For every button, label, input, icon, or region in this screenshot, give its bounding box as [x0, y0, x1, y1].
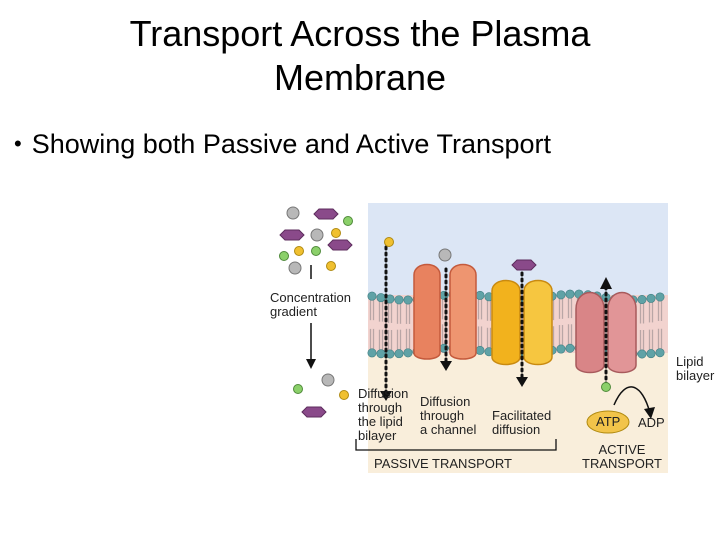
green-molecule — [601, 382, 611, 392]
pump-protein — [575, 291, 637, 374]
lipid-bilayer-label: Lipid bilayer — [676, 354, 715, 383]
bullet-item: • Showing both Passive and Active Transp… — [14, 124, 551, 164]
diffusion-channel-label: Diffusion through a channel — [420, 394, 477, 437]
bullet-dot: • — [14, 131, 22, 156]
atp-badge — [586, 410, 630, 434]
membrane-diagram-svg — [279, 203, 668, 473]
purple-molecule — [511, 259, 537, 271]
active-transport-label: ACTIVE TRANSPORT — [582, 442, 662, 471]
passive-transport-label: PASSIVE TRANSPORT — [374, 456, 512, 471]
channel-protein — [413, 263, 477, 360]
diffusion-lipid-label: Diffusion through the lipid bilayer — [358, 386, 409, 443]
concentration-gradient-label: Concentration gradient — [270, 290, 351, 319]
atp-adp-arrow — [613, 386, 651, 414]
facilitated-diffusion-label: Facilitated diffusion — [492, 408, 552, 437]
gray-molecule — [438, 248, 452, 262]
membrane-transport-figure: Concentration gradient Lipid bilayer Dif… — [264, 195, 720, 480]
yellow-molecule — [384, 237, 394, 247]
low-concentration-molecules — [293, 373, 349, 418]
slide-title: Transport Across the Plasma Membrane — [129, 13, 591, 98]
carrier-protein — [491, 279, 553, 366]
high-concentration-molecules — [279, 206, 353, 275]
passive-bracket — [355, 439, 557, 451]
adp-label: ADP — [638, 415, 665, 430]
atp-label: ATP — [596, 414, 621, 429]
bullet-text: Showing both Passive and Active Transpor… — [31, 129, 552, 159]
